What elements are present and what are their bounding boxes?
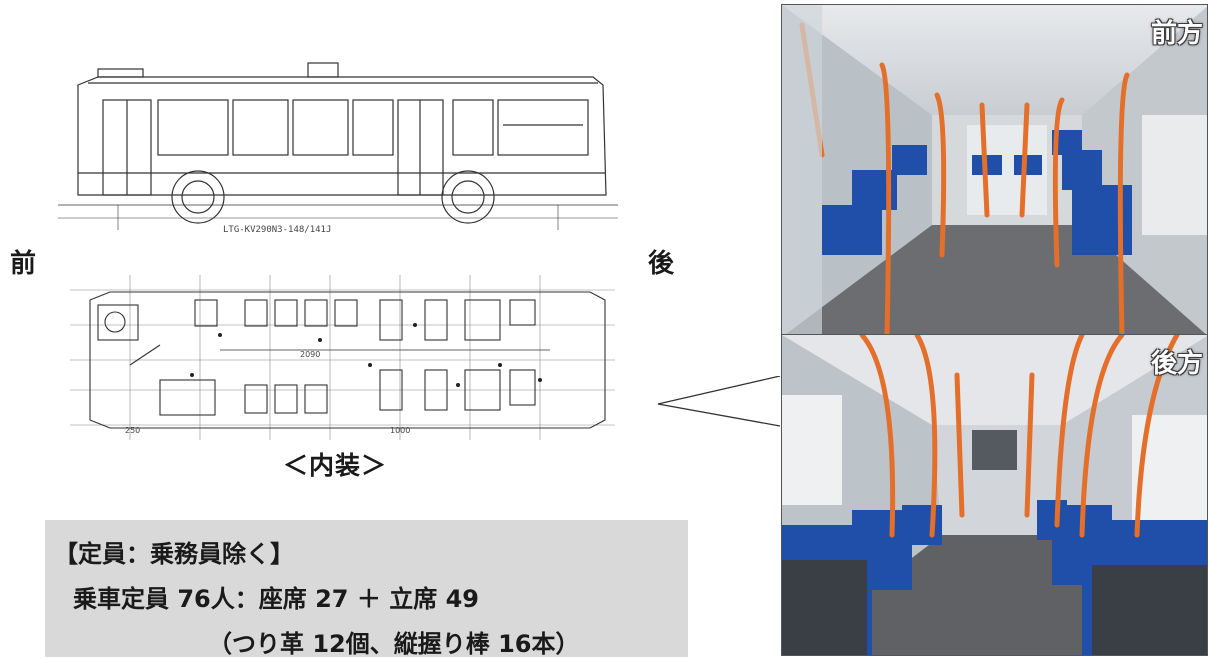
side-drawing-code: LTG-KV290N3-148/141J [223,225,331,235]
plan-dim-left: 250 [125,426,140,435]
bus-side-view-drawing: LTG-KV290N3-148/141J [58,62,618,235]
bus-plan-view-drawing: 2090 1000 250 [70,275,615,440]
front-photo-label: 前方 [1150,19,1203,49]
capacity-detail: （つり革 12個、縦握り棒 16本） [208,630,580,658]
rear-label: 後 [648,249,675,279]
capacity-heading: 【定員：乗務員除く】 [54,540,294,568]
callout-pointer [657,376,781,427]
rear-photo-label: 後方 [1150,349,1203,379]
interior-photo-rear: 後方 [781,334,1208,656]
capacity-box: 【定員：乗務員除く】 乗車定員 76人：座席 27 ＋ 立席 49 （つり革 1… [45,520,688,658]
plan-dim-bottom: 1000 [390,426,410,435]
front-label: 前 [10,249,37,279]
plan-dim-center: 2090 [300,350,320,359]
capacity-total: 乗車定員 76人：座席 27 ＋ 立席 49 [73,585,479,613]
interior-caption: ＜内装＞ [283,451,388,480]
interior-photo-front: 前方 [781,4,1208,336]
